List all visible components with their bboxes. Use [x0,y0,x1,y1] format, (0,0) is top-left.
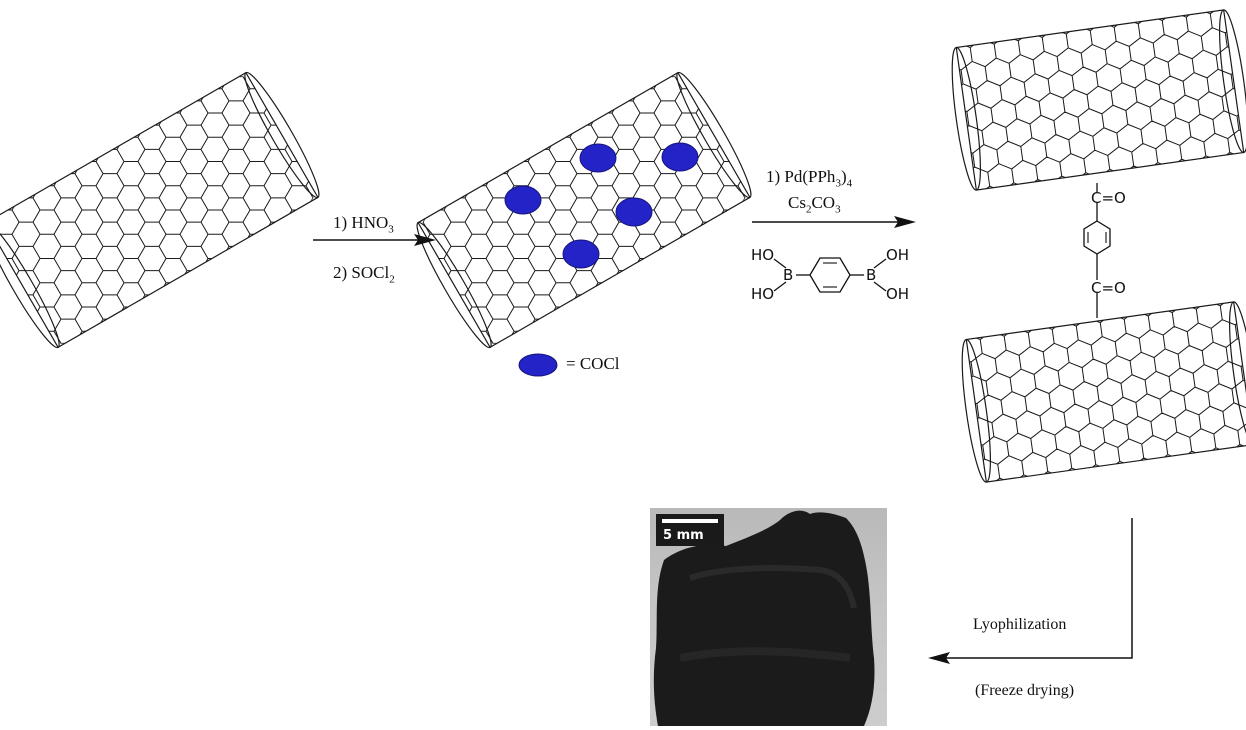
reagent-cesium-carbonate: Cs2CO3 [788,193,841,216]
cocl-marker [504,185,542,215]
cocl-marker [661,142,699,172]
upper-nanotube [951,9,1246,191]
scale-bar [662,519,718,523]
cocl-groups [504,142,699,269]
hydroxyl-top-right: OH [886,246,910,264]
cocl-marker [579,143,617,173]
carbonyl-bottom: C=O [1091,279,1126,297]
reagent-nitric-acid: 1) HNO3 [333,213,394,236]
benzene-ring-boronic [773,257,887,293]
cocl-marker [562,239,600,269]
scale-label: 5 mm [663,528,704,543]
pristine-nanotube [0,71,320,349]
hydroxyl-bottom-right: OH [886,285,910,303]
boron-right: B [866,266,877,284]
arrow-step3 [928,518,1133,664]
boron-left: B [783,266,794,284]
aerogel-photo: 5 mm [650,508,887,726]
arrow-step2 [752,216,916,228]
legend-label: = COCl [566,354,620,373]
aerogel-sample [653,510,875,726]
carbonyl-top: C=O [1091,189,1126,207]
lower-nanotube [961,301,1246,483]
cocl-marker-legend [518,353,558,377]
arrow-step1 [313,234,436,246]
reagent-palladium-catalyst: 1) Pd(PPh3)4 [766,167,853,190]
step-freeze-drying: (Freeze drying) [975,682,1075,699]
reagent-thionyl-chloride: 2) SOCl2 [333,263,395,286]
cocl-marker [615,197,653,227]
linker-molecule [1083,183,1111,318]
hydroxyl-bottom-left: HO [751,285,775,303]
step-lyophilization: Lyophilization [973,616,1067,633]
hydroxyl-top-left: HO [751,246,775,264]
scale-bar-box: 5 mm [656,514,724,546]
